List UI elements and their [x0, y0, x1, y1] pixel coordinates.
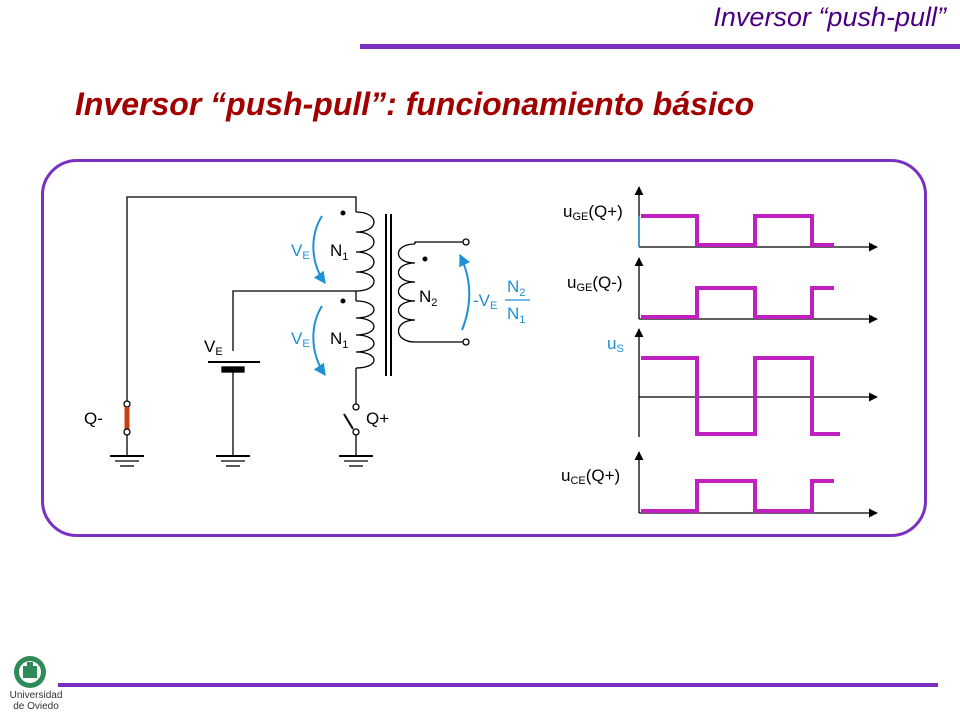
figure-frame: [41, 159, 927, 537]
label-uge-q-minus: uGE(Q-): [567, 273, 623, 294]
waveform-uge-q-plus: [641, 214, 834, 247]
waveform-axes: [634, 186, 878, 518]
polarity-dot-middle: [340, 298, 346, 304]
wire-center-tap: [232, 290, 357, 351]
label-n1-top: N1: [330, 241, 348, 263]
label-source-ve: VE: [204, 337, 223, 358]
label-uce-q-plus: uCE(Q+): [561, 466, 620, 487]
label-q-minus: Q-: [84, 409, 103, 428]
ground-symbol-right: [339, 455, 373, 467]
header-title: Inversor “push-pull”: [713, 2, 946, 32]
battery-plate-short: [221, 366, 245, 373]
label-arrow-bottom-ve: VE: [291, 329, 310, 350]
label-q-plus: Q+: [366, 409, 389, 428]
waveform-uce-q-plus: [641, 479, 834, 513]
primary-coil-top: [355, 211, 375, 292]
secondary-coil: [397, 243, 416, 343]
waveform-uge-q-minus: [641, 286, 834, 319]
header-divider: [360, 44, 960, 49]
slide-title: Inversor “push-pull”: funcionamiento bás…: [75, 86, 755, 122]
output-voltage-arrow: [459, 253, 471, 331]
label-output-voltage: -VE: [473, 291, 497, 312]
wire-left: [126, 196, 357, 401]
ground-symbol-left: [110, 455, 144, 467]
polarity-dot-top: [340, 210, 346, 216]
university-logo-icon: [14, 656, 46, 688]
label-uge-q-plus: uGE(Q+): [563, 202, 623, 223]
voltage-arrow-top: [312, 215, 326, 284]
label-ratio-numerator: N2: [507, 277, 525, 299]
waveform-us: [641, 356, 840, 436]
voltage-arrow-bottom: [312, 305, 326, 376]
university-name: Universidad de Oviedo: [6, 690, 66, 712]
output-terminal-bottom: [462, 338, 470, 346]
footer-divider: [58, 683, 938, 687]
label-n2: N2: [419, 287, 437, 309]
university-name-line1: Universidad: [9, 690, 63, 701]
label-n1-bottom: N1: [330, 329, 348, 351]
university-name-line2: de Oviedo: [13, 701, 59, 712]
switch-q-plus: [343, 413, 354, 430]
label-ratio-denominator: N1: [507, 304, 525, 326]
polarity-dot-secondary: [422, 256, 428, 262]
output-terminal-top: [462, 238, 470, 246]
ground-symbol-middle: [216, 455, 250, 467]
wire-secondary-out: [414, 241, 465, 343]
primary-coil-bottom: [355, 300, 375, 369]
circuit-diagram: [110, 196, 471, 467]
label-arrow-top-ve: VE: [291, 241, 310, 262]
label-us: uS: [607, 334, 624, 355]
